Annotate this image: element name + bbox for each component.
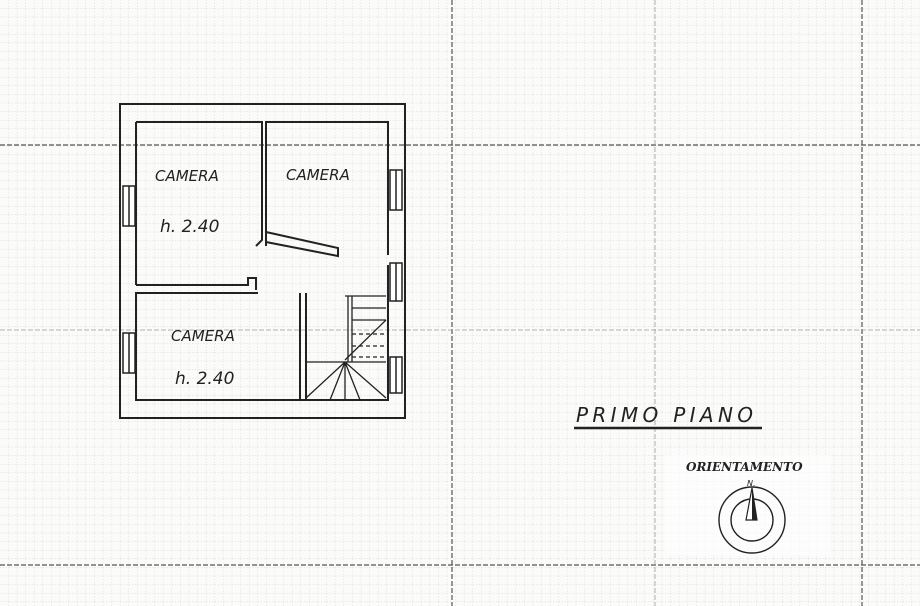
staircase bbox=[305, 295, 387, 401]
windows bbox=[122, 169, 403, 394]
room-height: h. 2.40 bbox=[160, 217, 219, 237]
compass-rose-icon bbox=[718, 486, 786, 554]
walls bbox=[119, 103, 406, 419]
compass-north-label: N. bbox=[747, 479, 756, 488]
room-label: CAMERA bbox=[286, 166, 350, 184]
floor-title: PRIMO PIANO bbox=[576, 403, 754, 427]
room-height: h. 2.40 bbox=[175, 369, 234, 389]
room-label: CAMERA bbox=[155, 167, 219, 185]
compass-panel bbox=[665, 455, 830, 555]
compass-label: ORIENTAMENTO bbox=[686, 460, 803, 474]
room-label: CAMERA bbox=[171, 327, 235, 345]
